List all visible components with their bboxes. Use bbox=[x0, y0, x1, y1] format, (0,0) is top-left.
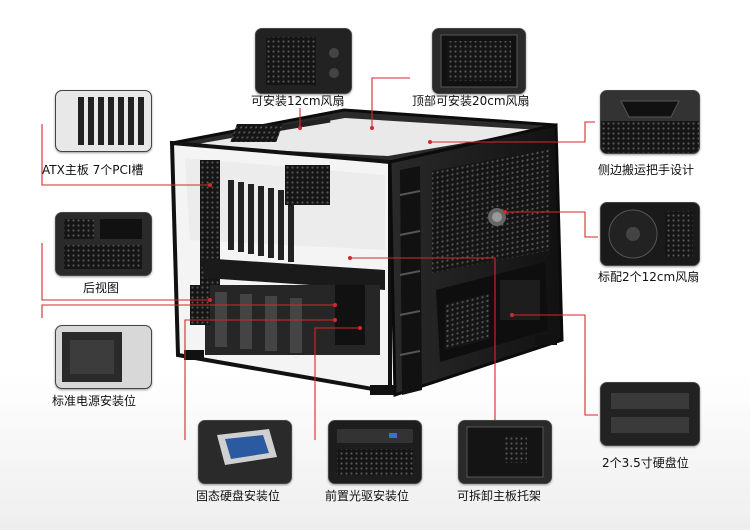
fan-mesh-icon bbox=[256, 29, 351, 93]
caption-odd-bay: 前置光驱安装位 bbox=[325, 489, 410, 503]
caption-top-fan-20: 顶部可安装20cm风扇 bbox=[412, 94, 530, 108]
fan-icon bbox=[601, 203, 699, 265]
psu-bay-icon bbox=[56, 326, 151, 388]
motherboard-tray-icon bbox=[459, 421, 551, 483]
rear-panel-icon bbox=[56, 213, 151, 275]
thumb-top-12cm-fan bbox=[255, 28, 352, 94]
caption-psu-bay: 标准电源安装位 bbox=[52, 394, 137, 408]
thumb-mb-tray bbox=[458, 420, 552, 484]
thumb-ssd-bay bbox=[198, 420, 292, 484]
handle-icon bbox=[601, 91, 699, 153]
caption-atx-slots: ATX主板 7个PCI槽 bbox=[42, 163, 144, 177]
case-left-side bbox=[169, 140, 392, 395]
thumb-rear-view bbox=[55, 212, 152, 276]
caption-front-fans: 标配2个12cm风扇 bbox=[598, 270, 700, 284]
case-top-frame bbox=[171, 108, 557, 164]
ssd-icon bbox=[199, 421, 291, 483]
pci-slot-icon bbox=[56, 91, 151, 151]
caption-handle: 侧边搬运把手设计 bbox=[598, 163, 695, 177]
case-front-panel bbox=[388, 123, 564, 398]
optical-drive-icon bbox=[329, 421, 421, 483]
thumb-top-20cm-fan bbox=[432, 28, 526, 94]
thumb-handle bbox=[600, 90, 700, 154]
caption-rear-view: 后视图 bbox=[83, 281, 120, 295]
thumb-front-fans bbox=[600, 202, 700, 266]
leader-lines bbox=[41, 77, 598, 440]
top-panel-icon bbox=[433, 29, 525, 93]
thumb-hdd-bays bbox=[600, 382, 700, 446]
caption-ssd-bay: 固态硬盘安装位 bbox=[196, 489, 281, 503]
case-feet bbox=[184, 335, 557, 395]
pci-slots bbox=[228, 180, 294, 262]
caption-top-fan-12: 可安装12cm风扇 bbox=[251, 94, 345, 108]
caption-mb-tray: 可拆卸主板托架 bbox=[457, 489, 542, 503]
thumb-atx-slots bbox=[55, 90, 152, 152]
thumb-odd-bay bbox=[328, 420, 422, 484]
caption-hdd-bays: 2个3.5寸硬盘位 bbox=[602, 456, 689, 470]
thumb-psu-bay bbox=[55, 325, 152, 389]
hdd-bay-icon bbox=[601, 383, 699, 445]
leader-dots bbox=[208, 126, 514, 330]
